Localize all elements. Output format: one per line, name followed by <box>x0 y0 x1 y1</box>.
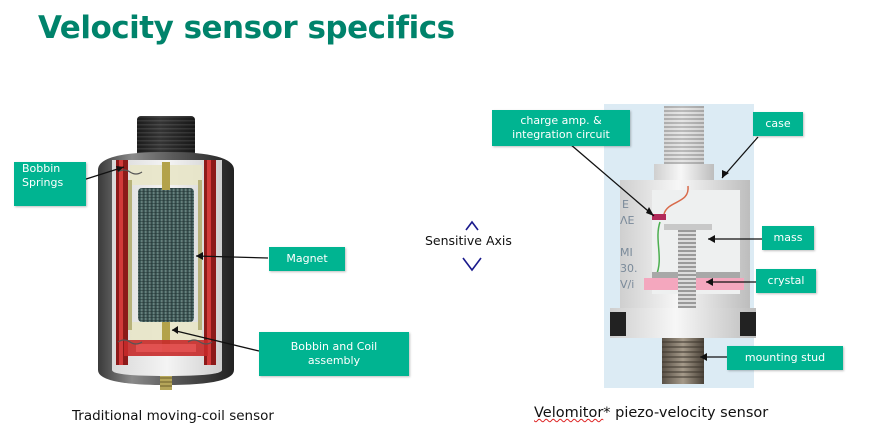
arrow-down-icon <box>462 257 482 272</box>
callout-mounting-stud: mounting stud <box>727 346 843 370</box>
callout-crystal-text: crystal <box>767 274 805 287</box>
callout-mass-text: mass <box>773 231 803 244</box>
case-print-1: E <box>622 198 629 211</box>
caption-moving-coil: Traditional moving-coil sensor <box>72 408 274 424</box>
callout-bobbin-coil-line2: assembly <box>307 354 361 367</box>
callout-bobbin-springs-line1: Bobbin <box>22 162 61 175</box>
velomitor-sensor-image: E ΛE MI 30. V/i <box>604 104 756 388</box>
case-print-5: V/i <box>620 278 634 291</box>
case-print-4: 30. <box>620 262 638 275</box>
case-print-3: MI <box>620 246 633 259</box>
arrow-up-icon <box>465 220 479 231</box>
callout-case: case <box>753 112 803 136</box>
callout-charge-amp: charge amp. & integration circuit <box>492 110 630 146</box>
callout-mass: mass <box>762 226 814 250</box>
callout-bobbin-springs-line2: Springs <box>22 176 64 189</box>
callout-bobbin-coil-line1: Bobbin and Coil <box>290 340 378 353</box>
caption-velomitor-rest: * piezo-velocity sensor <box>603 405 769 421</box>
moving-coil-sensor-image <box>98 116 234 390</box>
case-print-2: ΛE <box>620 214 635 227</box>
callout-bobbin-springs: Bobbin Springs <box>14 162 86 206</box>
callout-case-text: case <box>765 117 791 130</box>
callout-crystal: crystal <box>756 269 816 293</box>
caption-velomitor-brand: Velomitor <box>534 405 604 421</box>
callout-bobbin-coil: Bobbin and Coil assembly <box>259 332 409 376</box>
callout-magnet-text: Magnet <box>286 252 328 265</box>
leader-arrowheads <box>116 166 729 361</box>
callout-charge-amp-line1: charge amp. & <box>520 114 602 127</box>
callout-charge-amp-line2: integration circuit <box>512 128 610 141</box>
caption-velomitor: Velomitor* piezo-velocity sensor <box>534 405 768 421</box>
callout-magnet: Magnet <box>269 247 345 271</box>
page-title: Velocity sensor specifics <box>38 10 455 46</box>
sensitive-axis-label: Sensitive Axis <box>425 233 512 248</box>
callout-mounting-stud-text: mounting stud <box>744 351 826 364</box>
